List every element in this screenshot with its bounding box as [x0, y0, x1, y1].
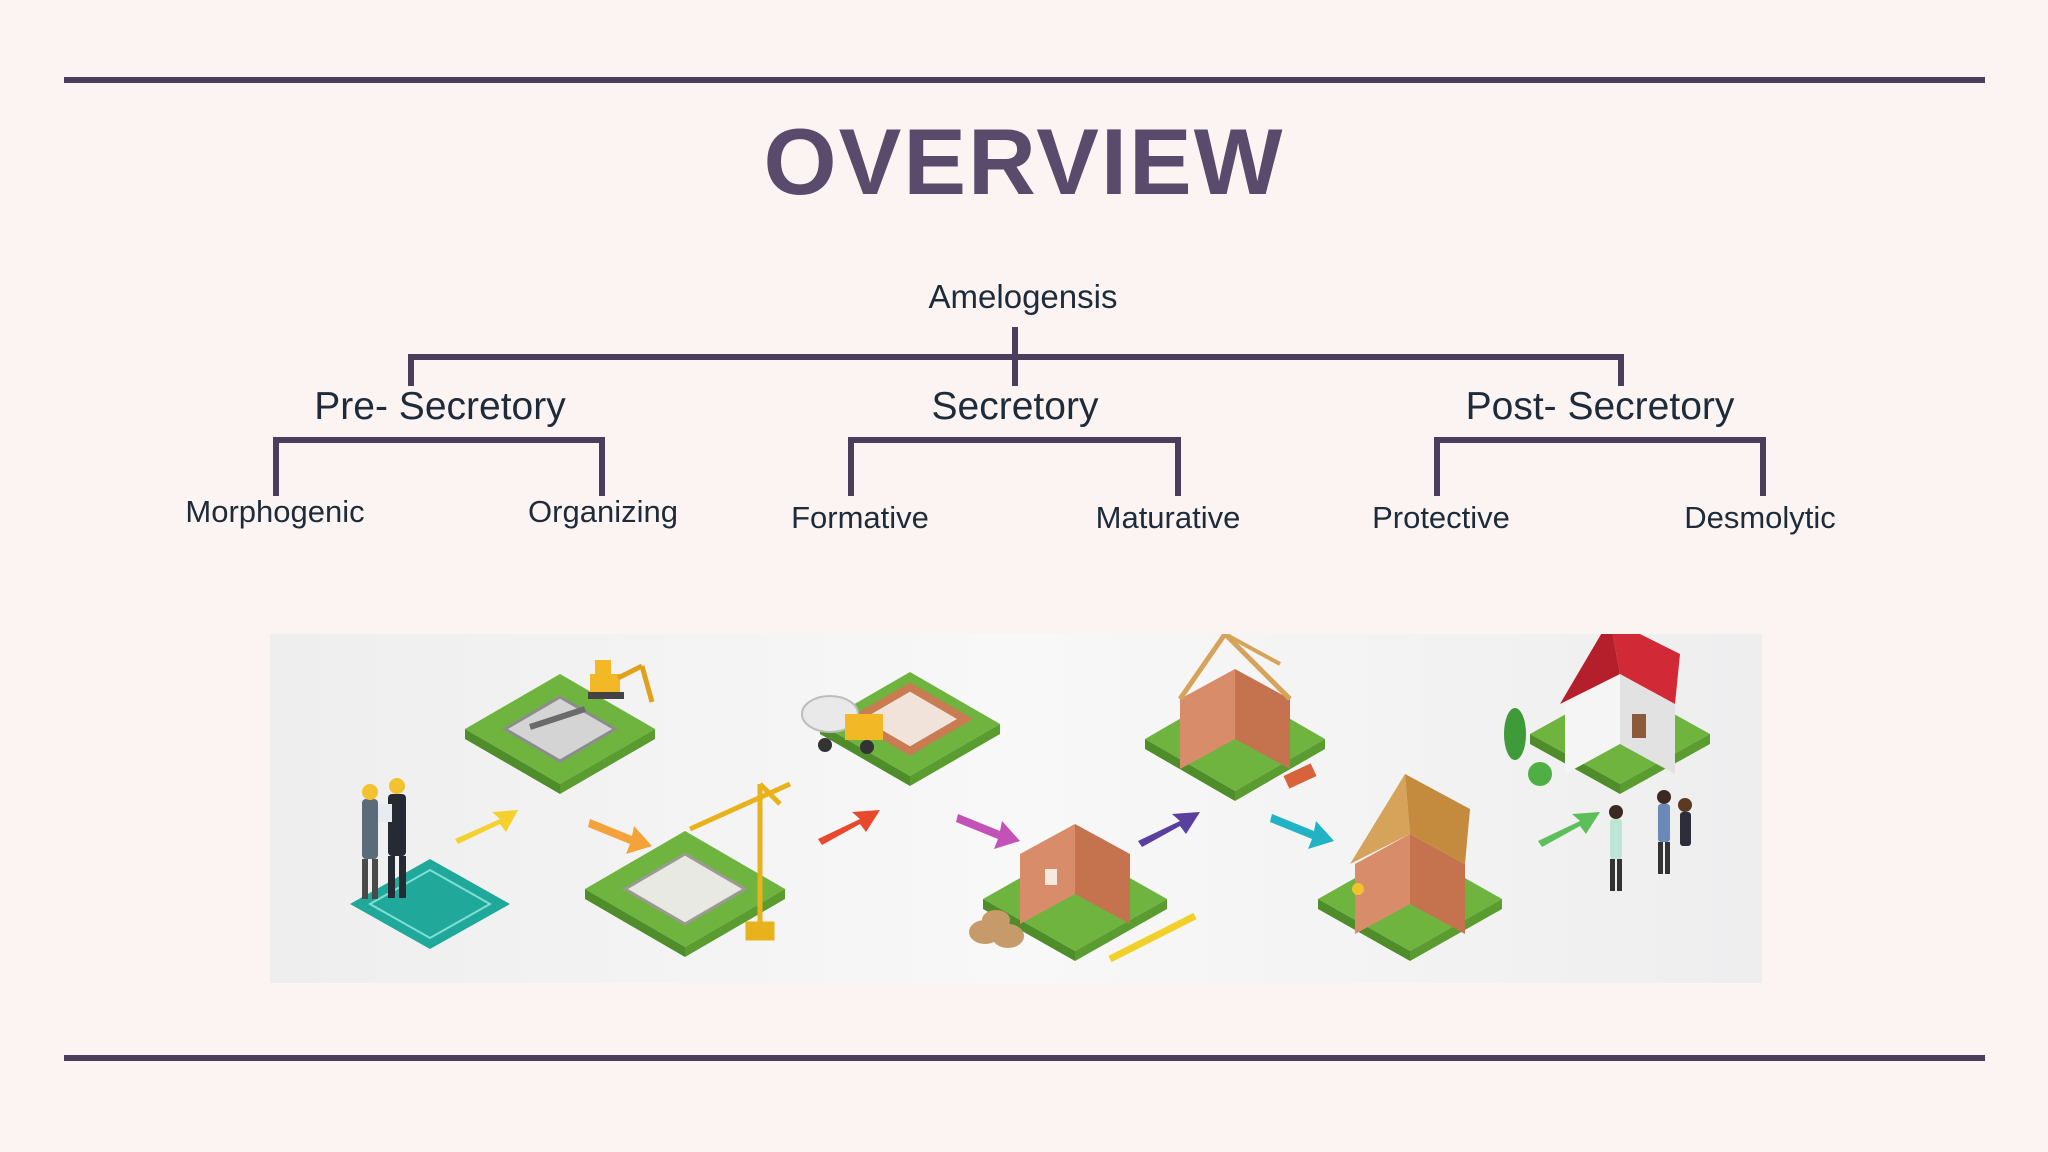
level-tool-icon — [1108, 912, 1197, 963]
stage-label-secretory: Secretory — [931, 385, 1099, 428]
pre-secretory-bracket — [273, 437, 605, 496]
bottom-rule — [64, 1055, 1985, 1061]
tree-root-label: Amelogensis — [928, 278, 1118, 315]
arrow-7-icon — [1538, 812, 1600, 847]
page-title: OVERVIEW — [763, 109, 1285, 214]
substage-label-organizing: Organizing — [528, 494, 678, 529]
substage-label-morphogenic: Morphogenic — [185, 494, 365, 529]
arrow-2-icon — [588, 819, 652, 854]
finished-house-tile-icon — [1530, 619, 1710, 794]
substage-label-maturative: Maturative — [1095, 500, 1241, 535]
excavator-icon — [588, 660, 655, 703]
sandbags-icon — [969, 910, 1024, 948]
arrow-1-icon — [455, 810, 518, 844]
slab-tile-icon — [585, 831, 785, 957]
worker-icon — [1352, 883, 1364, 895]
substage-label-formative: Formative — [791, 500, 929, 535]
foundation-tile-icon — [465, 674, 655, 794]
arrow-4-icon — [956, 814, 1020, 849]
house-construction-process-icon — [270, 619, 1762, 983]
arrow-6-icon — [1270, 814, 1334, 849]
substage-label-desmolytic: Desmolytic — [1684, 500, 1836, 535]
stage-label-post-secretory: Post- Secretory — [1465, 385, 1735, 428]
roof-frame-tile-icon — [1145, 630, 1325, 801]
progress-arrows — [455, 810, 1600, 854]
engineers-icon — [362, 778, 406, 899]
concrete-mixer-icon — [801, 695, 883, 754]
secretory-bracket — [848, 437, 1181, 496]
trees-icon — [1504, 708, 1552, 786]
arrow-5-icon — [1138, 812, 1200, 847]
stage-label-pre-secretory: Pre- Secretory — [314, 385, 566, 428]
substage-label-protective: Protective — [1372, 500, 1510, 535]
top-rule — [64, 77, 1985, 83]
tower-crane-icon — [688, 781, 792, 941]
arrow-3-icon — [818, 810, 880, 845]
hierarchy-connectors — [273, 327, 1766, 496]
clients-icon — [1609, 790, 1692, 891]
post-secretory-bracket — [1434, 437, 1766, 496]
roofed-house-tile-icon — [1318, 774, 1502, 961]
bricks-pile-icon — [1283, 763, 1317, 789]
